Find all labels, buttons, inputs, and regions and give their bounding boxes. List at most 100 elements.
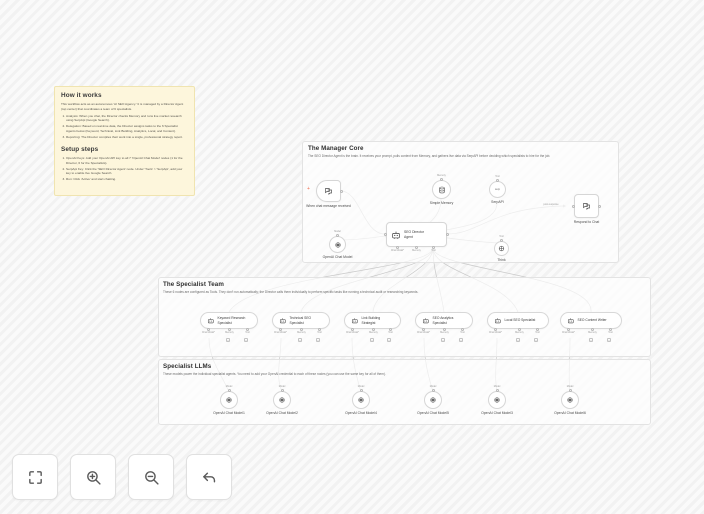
openai-icon (567, 397, 573, 403)
node-seo-director-agent[interactable]: SEO Director Agent Chat Model* Memory To… (384, 222, 449, 252)
node-seo-director-agent-body[interactable]: SEO Director Agent (386, 222, 447, 247)
llm-node-2-body[interactable] (273, 391, 291, 409)
director-input-port[interactable] (384, 233, 387, 236)
llm-node-4-body[interactable] (424, 391, 442, 409)
node-respond-to-chat-body[interactable] (574, 194, 599, 218)
zoom-out-button[interactable] (128, 454, 174, 500)
specialist-port-memory[interactable] (591, 328, 594, 331)
specialist-add-memory-button[interactable]: + (370, 337, 374, 342)
respond-output-port[interactable] (598, 204, 601, 208)
node-serpapi[interactable]: serp Tool SerpAPI (489, 175, 506, 204)
llm-node-2[interactable]: Model OpenAI Chat Model2 (266, 385, 298, 415)
reset-view-button[interactable] (186, 454, 232, 500)
llm-top-port[interactable] (280, 389, 284, 392)
specialist-port-chat-model[interactable] (207, 328, 210, 331)
node-think[interactable]: Tool Think (494, 235, 509, 262)
respond-input-port[interactable] (572, 204, 575, 208)
node-chat-trigger[interactable]: + When chat message received (306, 180, 351, 208)
zoom-in-button[interactable] (70, 454, 116, 500)
specialist-add-memory-button[interactable]: + (516, 337, 520, 342)
specialist-add-memory-button[interactable]: + (298, 337, 302, 342)
director-port-chat-model[interactable] (396, 246, 399, 249)
specialist-add-tool-button[interactable]: + (459, 337, 463, 342)
memory-top-port[interactable] (440, 178, 443, 181)
llm-top-port[interactable] (359, 389, 363, 392)
llm-node-6-body[interactable] (561, 391, 579, 409)
specialist-port-memory[interactable] (372, 328, 375, 331)
specialist-port-chat-model[interactable] (422, 328, 425, 331)
group-manager-core[interactable] (302, 141, 619, 263)
specialist-add-tool-button[interactable]: + (316, 337, 320, 342)
specialist-add-tool-button[interactable]: + (534, 337, 538, 342)
node-director-chat-model-body[interactable] (329, 236, 346, 253)
llm-top-port[interactable] (568, 389, 572, 392)
specialist-port-chat-model[interactable] (351, 328, 354, 331)
node-serpapi-body[interactable]: serp (489, 181, 506, 198)
specialist-port-memory[interactable] (518, 328, 521, 331)
think-top-port[interactable] (500, 239, 503, 242)
specialist-port-memory[interactable] (443, 328, 446, 331)
specialist-capsule-6[interactable]: SEO Content Writer (560, 312, 622, 329)
specialist-add-tool-button[interactable]: + (244, 337, 248, 342)
specialist-node-4[interactable]: SEO Analytics Specialist Chat Model* Mem… (415, 312, 473, 342)
llm-port-label: Model (278, 385, 286, 388)
specialist-port-chat-model[interactable] (279, 328, 282, 331)
specialist-port-tool[interactable] (609, 328, 612, 331)
llm-node-1-body[interactable] (220, 391, 238, 409)
node-simple-memory-body[interactable] (432, 180, 451, 199)
director-port-tool[interactable] (432, 246, 435, 249)
specialist-port-tool[interactable] (536, 328, 539, 331)
llm-node-4[interactable]: Model OpenAI Chat Model5 (417, 385, 449, 415)
node-director-chat-model[interactable]: Model OpenAI Chat Model (323, 230, 353, 259)
llm-node-5-body[interactable] (488, 391, 506, 409)
sticky-note[interactable]: How it works This workflow acts as an au… (54, 86, 195, 196)
specialist-node-5[interactable]: Local SEO Specialist Chat Model* Memory … (487, 312, 549, 342)
specialist-port-tool[interactable] (246, 328, 249, 331)
specialist-capsule-1[interactable]: Keyword Research Specialist (200, 312, 258, 329)
llm-node-1[interactable]: Model OpenAI Chat Model1 (213, 385, 245, 415)
node-respond-to-chat[interactable]: post-response Respond to Chat (543, 194, 601, 224)
specialist-node-6[interactable]: SEO Content Writer Chat Model* Memory To… (560, 312, 622, 342)
specialist-node-1[interactable]: Keyword Research Specialist Chat Model* … (200, 312, 258, 342)
specialist-port-chat-model[interactable] (494, 328, 497, 331)
specialist-label-line1: Local SEO Specialist (504, 318, 536, 323)
llm-node-3-body[interactable] (352, 391, 370, 409)
specialist-add-memory-button[interactable]: + (226, 337, 230, 342)
node-chat-trigger-body[interactable] (316, 180, 341, 202)
zoom-out-icon (144, 470, 159, 485)
fit-to-view-button[interactable] (12, 454, 58, 500)
director-port-memory[interactable] (415, 246, 418, 249)
specialist-add-tool-button[interactable]: + (607, 337, 611, 342)
specialist-label-line1: Keyword Research (217, 316, 246, 321)
specialist-add-tool-button[interactable]: + (387, 337, 391, 342)
director-output-port[interactable] (446, 233, 449, 236)
specialist-capsule-4[interactable]: SEO Analytics Specialist (415, 312, 473, 329)
robot-icon (422, 318, 429, 323)
specialist-port-label-memory: Memory (297, 331, 306, 334)
specialist-add-memory-button[interactable]: + (441, 337, 445, 342)
director-model-top-port[interactable] (336, 234, 339, 237)
llm-node-6[interactable]: Model OpenAI Chat Model6 (554, 385, 586, 415)
specialist-port-chat-model[interactable] (567, 328, 570, 331)
llm-node-3[interactable]: Model OpenAI Chat Model4 (345, 385, 377, 415)
node-think-body[interactable] (494, 241, 509, 256)
specialist-node-3[interactable]: Link Building Strategist Chat Model* Mem… (344, 312, 401, 342)
specialist-node-2[interactable]: Technical SEO Specialist Chat Model* Mem… (272, 312, 330, 342)
specialist-port-tool[interactable] (389, 328, 392, 331)
llm-top-port[interactable] (431, 389, 435, 392)
specialist-port-tool[interactable] (461, 328, 464, 331)
specialist-port-memory[interactable] (228, 328, 231, 331)
specialist-capsule-5[interactable]: Local SEO Specialist (487, 312, 549, 329)
specialist-port-tool[interactable] (318, 328, 321, 331)
serpapi-top-port[interactable] (496, 179, 499, 182)
specialist-add-memory-button[interactable]: + (589, 337, 593, 342)
specialist-capsule-3[interactable]: Link Building Strategist (344, 312, 401, 329)
specialist-port-memory[interactable] (300, 328, 303, 331)
trigger-output-port[interactable] (340, 189, 343, 193)
llm-top-port[interactable] (495, 389, 499, 392)
llm-node-5[interactable]: Model OpenAI Chat Model3 (481, 385, 513, 415)
specialist-capsule-2[interactable]: Technical SEO Specialist (272, 312, 330, 329)
node-simple-memory[interactable]: Memory Simple Memory (430, 174, 454, 205)
llm-top-port[interactable] (227, 389, 231, 392)
